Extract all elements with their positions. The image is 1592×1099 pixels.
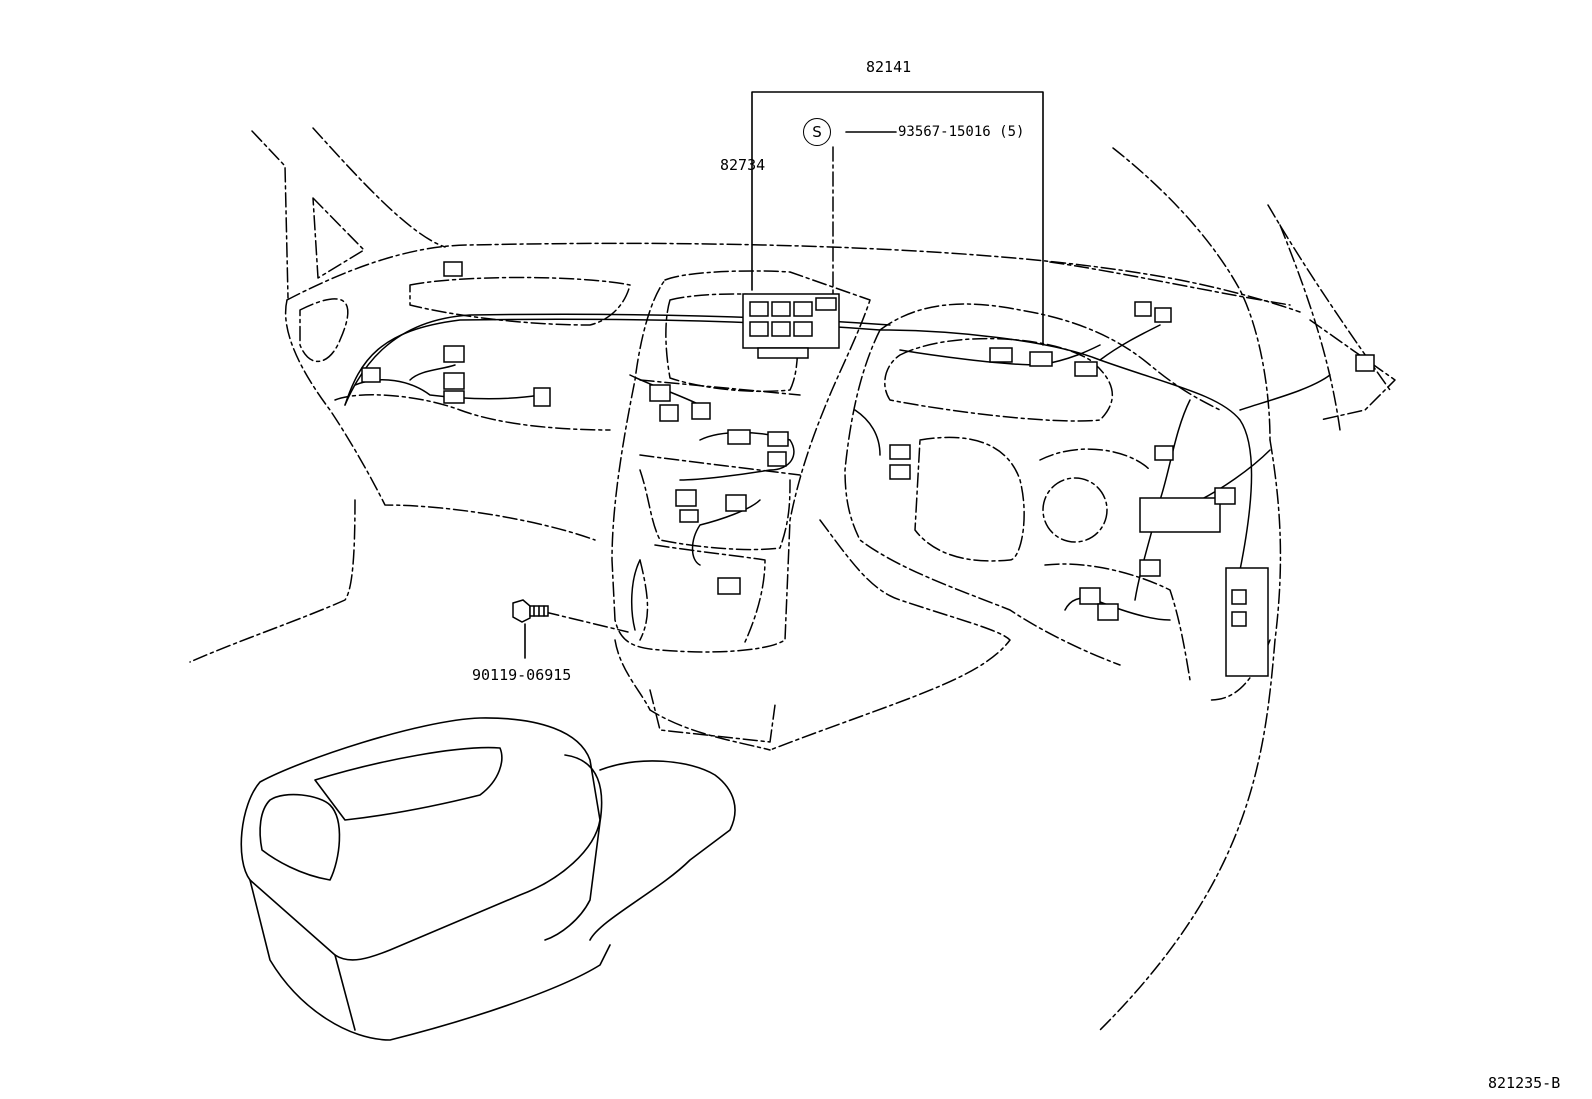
right-pillar	[1112, 147, 1271, 441]
harness-part-number: 82141	[866, 58, 912, 76]
junction-block-part-number: 82734	[720, 156, 766, 174]
dash-top	[286, 242, 1301, 313]
screw-part-number: 93567-15016 (5)	[898, 124, 1025, 140]
figure-code: 821235-B	[1488, 1074, 1561, 1092]
bolt-icon	[512, 599, 549, 623]
center-stack	[611, 270, 871, 653]
leader-lines	[524, 91, 1044, 659]
steering-hub	[1042, 477, 1108, 543]
left-quarter-window	[312, 197, 365, 279]
wire-harness	[344, 313, 1331, 631]
left-dash-face	[284, 299, 596, 541]
connectors	[361, 261, 1375, 677]
screw-symbol-icon: S	[803, 118, 831, 146]
right-door-edge	[1099, 439, 1282, 1031]
right-dash-face	[879, 303, 1221, 411]
steering-column	[914, 436, 1025, 562]
bolt-part-number: 90119-06915	[472, 666, 572, 684]
vehicle-outline	[189, 127, 1396, 1031]
junction-block	[742, 293, 840, 359]
center-console-armrest	[240, 717, 736, 1041]
left-pillar	[251, 130, 289, 299]
harness-bracket	[751, 91, 1044, 346]
bolt-dashed-leader	[544, 611, 629, 633]
